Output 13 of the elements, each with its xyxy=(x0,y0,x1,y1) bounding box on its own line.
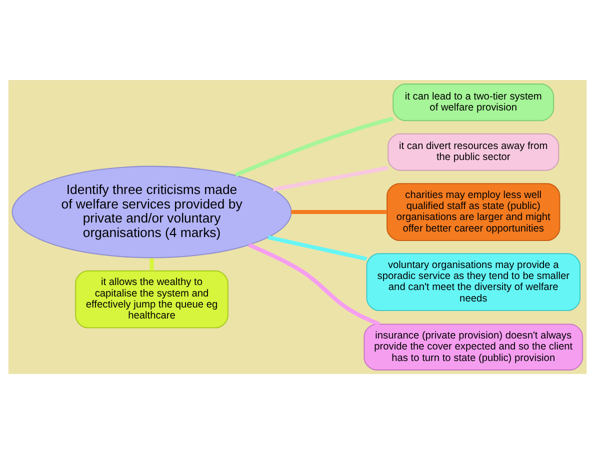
connector xyxy=(268,234,368,260)
node-box: it can lead to a two-tier system of welfare provision xyxy=(392,83,554,121)
node-box: charities may employ less well qualified staff as state (public) organisations are larger and might offer better career opportunities xyxy=(386,182,560,240)
connector xyxy=(291,210,387,214)
node-box: it can divert resources away from the public sector xyxy=(388,132,560,170)
connector xyxy=(272,165,388,191)
node-box: it allows the wealthy to capitalise the system and effectively jump the queue eg healthcare xyxy=(75,270,228,328)
node-ellipse: Identify three criticisms made of welfare services provided by private and/or voluntary organisations (4 marks) xyxy=(12,165,292,258)
connector xyxy=(248,242,380,326)
node-box: insurance (private provision) doesn't always provide the cover expected and so the client has to turn to state (public) provision xyxy=(364,323,584,370)
connector xyxy=(150,258,154,270)
connector xyxy=(234,116,394,176)
node-box: voluntary organisations may provide a sporadic service as they tend to be smaller and can't meet the diversity of welfare needs xyxy=(366,252,581,311)
